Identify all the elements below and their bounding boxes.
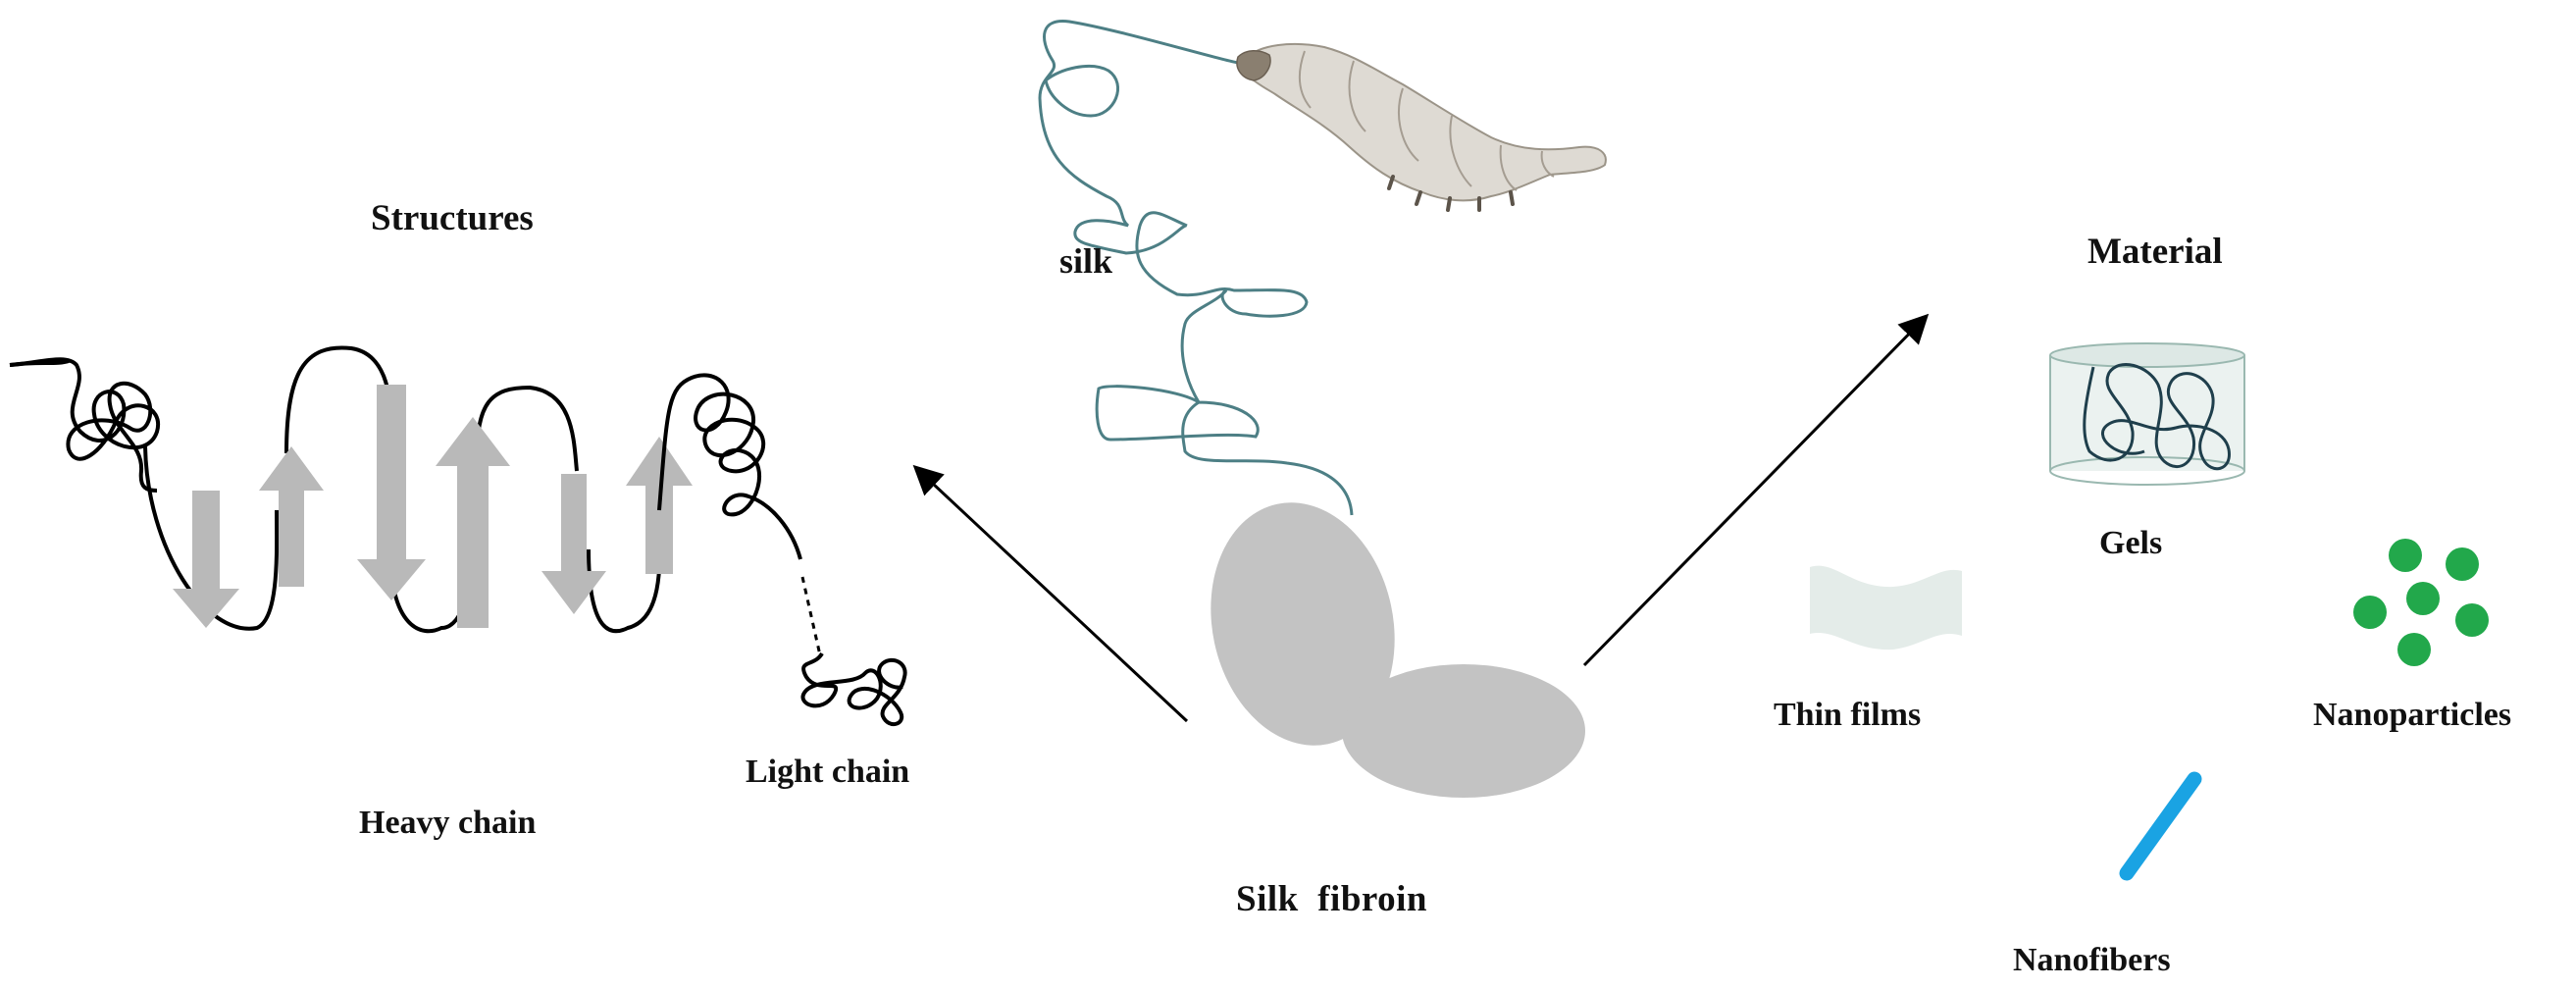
nanoparticle: [2389, 539, 2422, 572]
nanoparticle-dots-icon: [2353, 539, 2489, 666]
beta-strand-arrow: [357, 385, 426, 600]
light-chain-coil: [800, 651, 907, 727]
fibroin-blob-left: [1211, 502, 1395, 746]
c-terminal-coil: [657, 373, 802, 560]
silkworm-legs: [1387, 175, 1515, 212]
disulfide-link-dashed: [800, 576, 822, 656]
silkworm-body: [1242, 42, 1607, 202]
n-terminal-coil: [9, 357, 161, 493]
nanoparticle: [2406, 582, 2440, 615]
light-chain-label: Light chain: [746, 754, 910, 790]
arrow-to-material: [1582, 313, 1930, 667]
gel-top: [2049, 342, 2245, 368]
beta-strand-arrow: [173, 491, 239, 628]
gel-fiber-network: [2083, 363, 2231, 471]
silk-label: silk: [1059, 241, 1113, 281]
structures-heading: Structures: [371, 198, 534, 238]
silk-fibroin-label: Silk fibroin: [1236, 879, 1428, 919]
silkworm-segments: [1298, 50, 1555, 191]
nanoparticles-label: Nanoparticles: [2313, 697, 2512, 733]
fibroin-blob-right: [1342, 664, 1585, 798]
beta-strand-arrow: [541, 474, 606, 614]
beta-strand-arrow: [436, 417, 510, 628]
heavy-chain-structure: [9, 345, 693, 634]
material-heading: Material: [2087, 232, 2223, 272]
arrow-to-structures: [912, 464, 1189, 723]
nanoparticle: [2397, 633, 2431, 666]
beta-strand-arrow: [259, 446, 324, 587]
silkworm-image: [1236, 42, 1607, 212]
nanoparticle: [2446, 547, 2479, 581]
nanoparticle: [2353, 596, 2387, 629]
silk-thread: [1038, 20, 1354, 516]
heavy-chain-backbone: [9, 345, 662, 634]
thin-film-icon: [1810, 565, 1962, 651]
nanoparticle: [2455, 603, 2489, 637]
nanofibers-label: Nanofibers: [2013, 942, 2171, 978]
gel-cylinder-icon: [2049, 342, 2245, 486]
heavy-chain-label: Heavy chain: [359, 805, 537, 841]
nanofiber-rod-icon: [2119, 771, 2202, 881]
silkworm-head: [1236, 50, 1271, 81]
gels-label: Gels: [2099, 525, 2163, 561]
silk-thread-loop: [1044, 64, 1119, 118]
thin-films-label: Thin films: [1774, 697, 1922, 733]
